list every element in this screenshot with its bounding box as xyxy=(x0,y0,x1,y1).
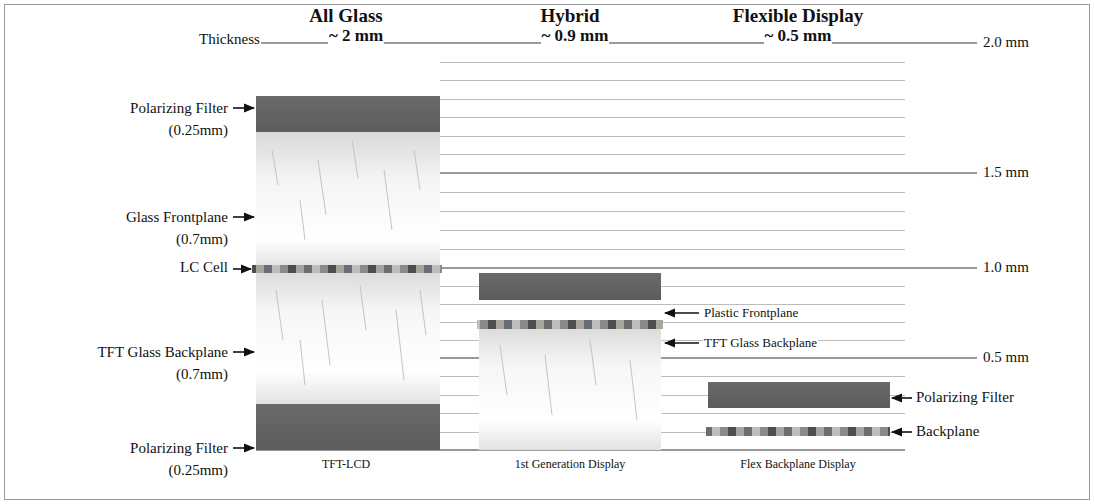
frame xyxy=(5,5,1090,500)
grid-line xyxy=(440,99,905,100)
grid-line xyxy=(440,136,905,137)
grid-line xyxy=(440,117,905,118)
glass-streaks xyxy=(272,140,426,385)
scale-value: 1.5 mm xyxy=(982,164,1030,181)
layer-label: TFT Glass Backplane xyxy=(703,335,818,351)
grid-line xyxy=(440,154,905,155)
lc-cell-layer xyxy=(252,265,442,273)
leader-arrow xyxy=(233,216,254,218)
grid-line xyxy=(440,304,905,305)
leader-arrow xyxy=(892,431,912,433)
layer-label: Polarizing Filter (0.25mm) xyxy=(126,437,229,481)
thickness-value: ~ 2 mm xyxy=(328,26,384,46)
display-caption: 1st Generation Display xyxy=(514,457,627,472)
column-heading: All Glass xyxy=(308,5,383,27)
leader-arrow xyxy=(665,312,699,314)
leader-arrow xyxy=(892,397,912,399)
layer-label: Polarizing Filter (0.25mm) xyxy=(126,97,229,141)
leader-arrow xyxy=(233,107,254,109)
plastic-frontplane-layer xyxy=(479,273,661,300)
tft-lcd-stack xyxy=(252,96,442,450)
layer-label: Backplane xyxy=(915,423,980,440)
layer-label: Glass Frontplane (0.7mm) xyxy=(121,206,229,250)
grid-line xyxy=(440,211,905,212)
flexible-stack xyxy=(706,382,890,436)
layer-label: Plastic Frontplane xyxy=(703,305,799,321)
display-caption: Flex Backplane Display xyxy=(739,457,856,472)
thickness-value: ~ 0.5 mm xyxy=(764,26,833,46)
polarizing-filter-layer xyxy=(256,96,440,132)
leader-arrows xyxy=(233,108,912,448)
leader-arrow xyxy=(233,268,251,270)
glass-streaks xyxy=(500,340,637,420)
layer-label: Polarizing Filter xyxy=(915,389,1015,406)
hybrid-stack xyxy=(477,273,663,450)
scale-line xyxy=(440,172,977,174)
column-heading: Hybrid xyxy=(539,5,600,27)
display-caption: TFT-LCD xyxy=(321,457,371,472)
leader-arrow xyxy=(233,351,254,353)
thickness-value: ~ 0.9 mm xyxy=(541,26,610,46)
axis-title: Thickness xyxy=(198,31,261,48)
polarizing-filter-layer xyxy=(256,404,440,450)
scale-value: 2.0 mm xyxy=(982,34,1030,51)
backplane-layer xyxy=(706,427,890,436)
glass-frontplane-layer xyxy=(256,132,440,265)
grid-line xyxy=(440,80,905,81)
glass-backplane-layer xyxy=(256,273,440,404)
leader-arrow xyxy=(665,342,699,344)
glass-backplane-layer xyxy=(479,329,661,450)
grid-line xyxy=(440,230,905,231)
leader-arrow xyxy=(233,447,254,449)
grid-line xyxy=(440,62,905,63)
lc-cell-layer xyxy=(477,320,663,329)
layer-label: LC Cell xyxy=(179,259,229,276)
layer-label: TFT Glass Backplane (0.7mm) xyxy=(93,341,229,385)
scale-line xyxy=(440,267,977,269)
polarizing-filter-layer xyxy=(708,382,890,408)
scale-value: 1.0 mm xyxy=(982,259,1030,276)
scale-grid xyxy=(256,43,977,450)
scale-value: 0.5 mm xyxy=(982,349,1030,366)
grid-line xyxy=(440,249,905,250)
column-heading: Flexible Display xyxy=(732,5,864,27)
grid-line xyxy=(440,192,905,193)
